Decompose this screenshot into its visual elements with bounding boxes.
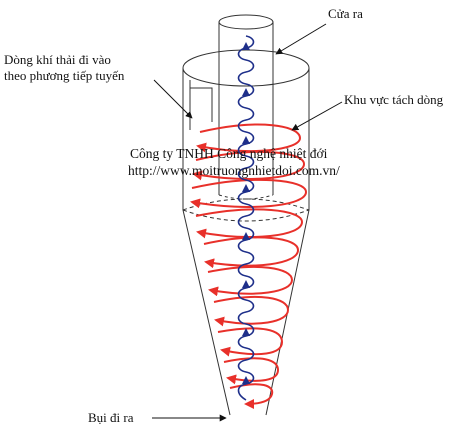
outer-vortex-loop-10 bbox=[229, 383, 274, 409]
outer-vortex-loop-9 bbox=[223, 357, 280, 385]
outlet-leader bbox=[275, 23, 327, 55]
separation-zone-leader bbox=[291, 101, 343, 131]
inner-pipe-bottom-dashed bbox=[218, 194, 274, 200]
blue-arrowhead bbox=[242, 232, 250, 240]
cylinder-top bbox=[182, 49, 310, 87]
inlet-leader bbox=[153, 79, 193, 119]
tangential-inlet bbox=[189, 80, 213, 130]
leader-lines bbox=[152, 23, 343, 422]
blue-arrowhead bbox=[242, 280, 250, 288]
inner-vortex-arrowheads bbox=[242, 42, 250, 384]
dust-out-label: Bụi đi ra bbox=[88, 410, 134, 425]
outer-vortex bbox=[190, 123, 308, 409]
outer-vortex-loop-7 bbox=[213, 296, 290, 327]
watermark-url: http://www.moitruongnhietdoi.com.vn/ bbox=[128, 163, 340, 178]
outer-vortex-loop-4 bbox=[195, 208, 304, 239]
outer-vortex-loop-6 bbox=[207, 266, 294, 297]
inner-vortex bbox=[237, 35, 255, 401]
inlet-label-line2: theo phương tiếp tuyến bbox=[4, 68, 125, 83]
outlet-pipe-top bbox=[218, 14, 274, 30]
outer-vortex-loop-1 bbox=[196, 123, 302, 153]
blue-arrowhead bbox=[242, 376, 250, 384]
outlet-label: Cửa ra bbox=[328, 6, 363, 21]
outer-vortex-loop-8 bbox=[217, 327, 284, 357]
blue-arrowhead bbox=[242, 328, 250, 336]
watermark-company: Công ty TNHH Công nghệ nhiệt đới bbox=[130, 146, 328, 161]
inlet-label-line1: Dòng khí thải đi vào bbox=[4, 52, 111, 67]
separation-zone-label: Khu vực tách dòng bbox=[344, 92, 444, 107]
blue-arrowhead bbox=[242, 184, 250, 192]
blue-arrowhead bbox=[242, 136, 250, 144]
outer-vortex-loop-3 bbox=[190, 178, 308, 209]
blue-arrowhead bbox=[242, 42, 250, 50]
cone-left-wall bbox=[182, 209, 231, 416]
blue-arrowhead bbox=[242, 88, 250, 96]
